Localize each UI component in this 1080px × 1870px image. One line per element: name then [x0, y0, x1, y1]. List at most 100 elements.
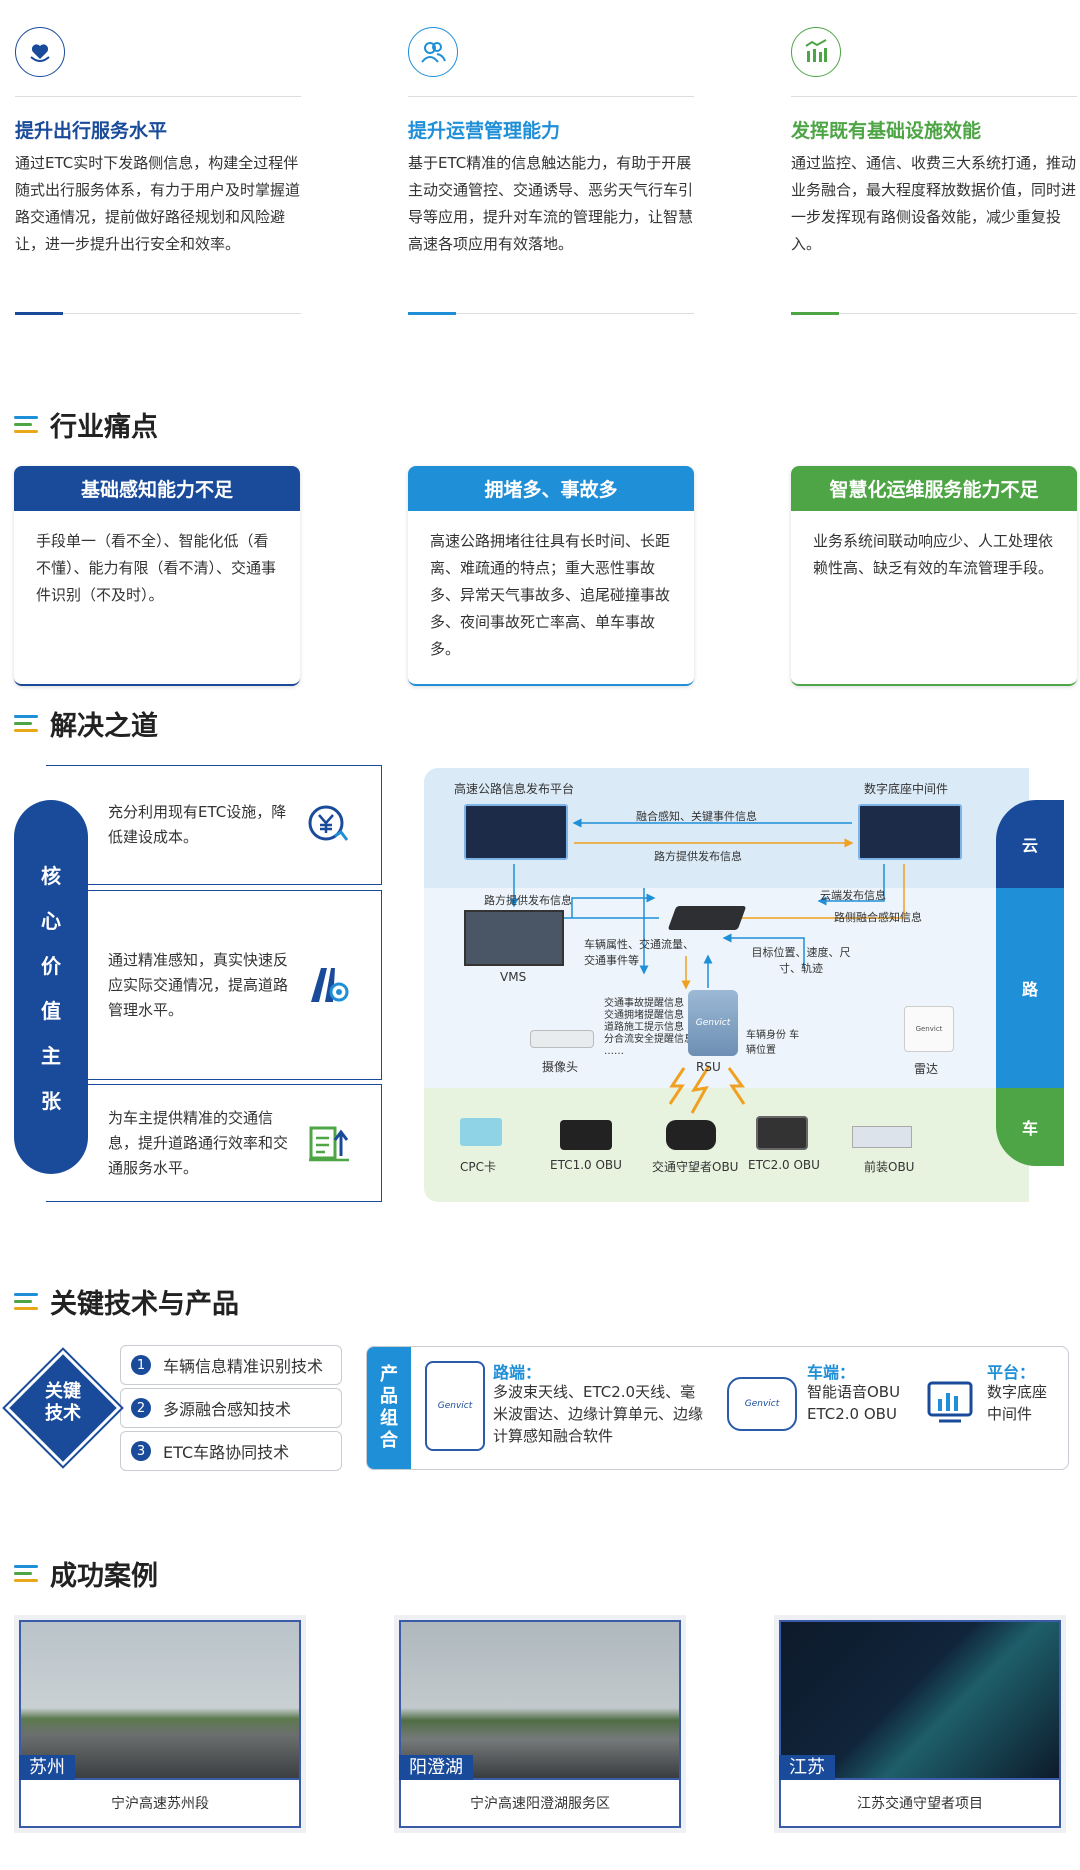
- arrow-label: 云端发布信息: [820, 889, 886, 902]
- etc1-obu: [560, 1120, 612, 1150]
- arrow-label: 目标位置、速度、尺寸、轨迹: [751, 946, 851, 975]
- divider: [408, 96, 694, 97]
- case-tag: 苏州: [19, 1755, 75, 1780]
- obu-device-icon: Genvict: [727, 1377, 797, 1431]
- case-caption: 江苏交通守望者项目: [779, 1780, 1061, 1828]
- feature-title: 提升运营管理能力: [408, 120, 561, 142]
- guardian-obu: [666, 1120, 716, 1150]
- divider: [791, 312, 1077, 315]
- platform-body: 数字底座 中间件: [987, 1383, 1048, 1423]
- value-item: 通过精准感知，真实快速反应实际交通情况，提高道路管理水平。: [46, 890, 382, 1080]
- vehicle-id-label: 车辆身份 车辆位置: [746, 1030, 800, 1056]
- section-title-solution: 解决之道: [14, 704, 158, 743]
- pain-card: 拥堵多、事故多 高速公路拥堵往往具有长时间、长距离、难疏通的特点；重大恶性事故多…: [408, 466, 694, 686]
- front-obu: [852, 1126, 912, 1148]
- camera-device: [530, 1030, 594, 1048]
- core-value-label: 核 心 价 值 主 张: [14, 800, 88, 1174]
- antenna-device-icon: Genvict: [425, 1361, 485, 1451]
- device-label: 交通守望者OBU: [652, 1160, 739, 1174]
- pain-card-body: 手段单一（看不全）、智能化低（看不懂）、能力有限（看不清）、交通事件识别（不及时…: [36, 532, 277, 604]
- case-card[interactable]: 阳澄湖 宁沪高速阳澄湖服务区: [394, 1615, 686, 1833]
- diagram-arrows: [509, 818, 905, 1114]
- case-tag: 江苏: [779, 1755, 835, 1780]
- pain-card-title: 智慧化运维服务能力不足: [791, 466, 1077, 511]
- doc-up-icon: [305, 1120, 351, 1166]
- pain-card-title: 基础感知能力不足: [14, 466, 300, 511]
- feature-body: 通过监控、通信、收费三大系统打通，推动业务融合，最大程度释放数据价值，同时进一步…: [791, 154, 1077, 253]
- product-combo: 产品组合 Genvict 路端： 多波束天线、ETC2.0天线、毫米波雷达、边缘…: [366, 1346, 1069, 1470]
- pain-card: 基础感知能力不足 手段单一（看不全）、智能化低（看不懂）、能力有限（看不清）、交…: [14, 466, 300, 686]
- radar-device: Genvict: [904, 1006, 954, 1052]
- platform-left-label: 高速公路信息发布平台: [454, 782, 575, 796]
- pain-card-body: 业务系统间联动响应少、人工处理依赖性高、缺乏有效的车流管理手段。: [813, 532, 1054, 577]
- case-caption: 宁沪高速苏州段: [19, 1780, 301, 1828]
- feature-title: 发挥既有基础设施效能: [791, 120, 982, 142]
- pain-card-title: 拥堵多、事故多: [408, 466, 694, 511]
- section-title-tech: 关键技术与产品: [14, 1282, 239, 1321]
- heart-hand-icon: [15, 27, 65, 77]
- camera-label: 摄像头: [542, 1060, 579, 1074]
- case-tag: 阳澄湖: [399, 1755, 473, 1780]
- case-card[interactable]: 江苏 江苏交通守望者项目: [774, 1615, 1066, 1833]
- car-body: 智能语音OBU ETC2.0 OBU: [807, 1383, 901, 1423]
- section-marker-icon: [14, 1564, 38, 1584]
- divider: [791, 96, 1077, 97]
- road-gear-icon: [305, 962, 351, 1008]
- combo-label: 产品组合: [367, 1347, 411, 1469]
- divider: [15, 312, 301, 315]
- platform-title: 平台：: [987, 1363, 1036, 1382]
- case-photo: [399, 1620, 681, 1780]
- users-icon: [408, 27, 458, 77]
- arrow-label: 路方提供发布信息: [484, 894, 572, 907]
- vms-label: VMS: [500, 970, 527, 984]
- edge-unit: [667, 906, 747, 930]
- case-caption: 宁沪高速阳澄湖服务区: [399, 1780, 681, 1828]
- value-text: 通过精准感知，真实快速反应实际交通情况，提高道路管理水平。: [108, 950, 289, 1019]
- divider: [15, 96, 301, 97]
- car-title: 车端：: [807, 1363, 856, 1382]
- section-marker-icon: [14, 714, 38, 734]
- value-text: 为车主提供精准的交通信息，提升道路通行效率和交通服务水平。: [108, 1108, 289, 1177]
- vms-screen: [464, 910, 564, 966]
- platform-screen: [858, 804, 962, 860]
- cpc-card: [460, 1118, 502, 1146]
- device-label: CPC卡: [460, 1160, 496, 1174]
- feature-body: 基于ETC精准的信息触达能力，有助于开展主动交通管控、交通诱导、恶劣天气行车引导…: [408, 154, 694, 253]
- architecture-diagram: 高速公路信息发布平台 数字底座中间件 融合感知、关键事件信息 路方提供发布信息 …: [424, 768, 1029, 1202]
- section-title-cases: 成功案例: [14, 1554, 158, 1593]
- section-title-pain: 行业痛点: [14, 405, 158, 444]
- road-side-label: 路: [996, 888, 1064, 1088]
- bar-chart-icon: [791, 27, 841, 77]
- pain-card-body: 高速公路拥堵往往具有长时间、长距离、难疏通的特点；重大恶性事故多、异常天气事故多…: [430, 532, 671, 658]
- road-title: 路端：: [493, 1363, 542, 1382]
- section-marker-icon: [14, 1292, 38, 1312]
- platform-chart-icon: [927, 1381, 973, 1425]
- case-photo: [779, 1620, 1061, 1780]
- section-marker-icon: [14, 415, 38, 435]
- value-item: 充分利用现有ETC设施，降低建设成本。: [46, 765, 382, 885]
- feature-body: 通过ETC实时下发路侧信息，构建全过程伴随式出行服务体系，有力于用户及时掌握道路…: [15, 154, 301, 253]
- road-body: 多波束天线、ETC2.0天线、毫米波雷达、边缘计算单元、边缘计算感知融合软件: [493, 1383, 704, 1445]
- vehicle-side-label: 车: [996, 1088, 1064, 1166]
- arrow-label: 路方提供发布信息: [654, 850, 742, 863]
- case-card[interactable]: 苏州 宁沪高速苏州段: [14, 1615, 306, 1833]
- divider: [408, 312, 694, 315]
- case-photo: [19, 1620, 301, 1780]
- device-label: ETC1.0 OBU: [550, 1158, 622, 1172]
- value-item: 为车主提供精准的交通信息，提升道路通行效率和交通服务水平。: [46, 1084, 382, 1202]
- device-label: ETC2.0 OBU: [748, 1158, 820, 1172]
- pain-card: 智慧化运维服务能力不足 业务系统间联动响应少、人工处理依赖性高、缺乏有效的车流管…: [791, 466, 1077, 686]
- platform-screen: [464, 804, 568, 860]
- etc2-obu: [756, 1116, 808, 1150]
- rsu-label: RSU: [696, 1060, 721, 1074]
- feature-title: 提升出行服务水平: [15, 120, 168, 142]
- arrow-label: 路侧融合感知信息: [834, 911, 922, 924]
- vehicle-zone: [424, 1088, 1029, 1202]
- rsu-device: Genvict: [688, 990, 738, 1056]
- tech-badge-label: 关键技术: [45, 1381, 81, 1424]
- yuan-down-icon: [305, 802, 351, 848]
- cloud-side-label: 云: [996, 800, 1064, 888]
